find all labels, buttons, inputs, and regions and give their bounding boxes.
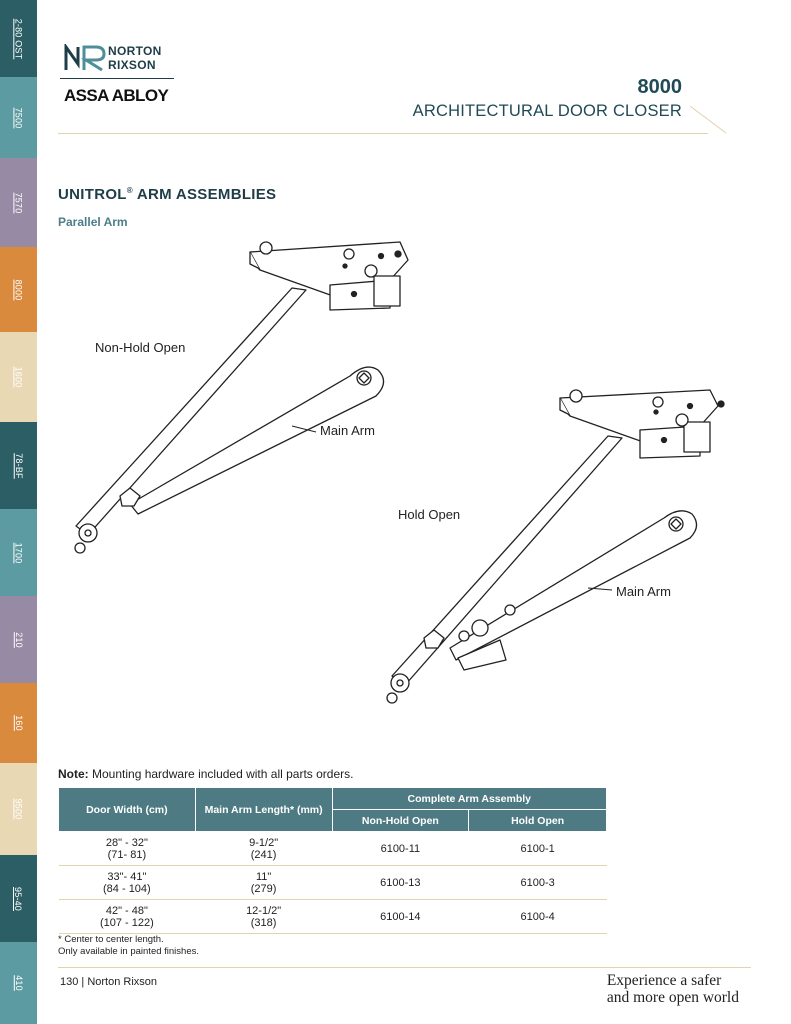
assa-abloy-wordmark: ASSA ABLOY [64, 86, 169, 105]
cell-non-hold: 6100-13 [332, 865, 469, 900]
label-non-hold-open: Non-Hold Open [95, 340, 186, 355]
model-number: 8000 [637, 76, 683, 98]
cell-door-width: 42" - 48"(107 - 122) [58, 899, 196, 934]
non-hold-shoe [249, 241, 409, 311]
hold-main-arm [449, 510, 698, 661]
page-title: ARCHITECTURAL DOOR CLOSER [412, 102, 682, 120]
side-tab-7500[interactable]: 7500 [0, 77, 37, 158]
non-hold-main-arm [129, 366, 385, 515]
arm-drawing [74, 241, 725, 704]
side-tab-410[interactable]: 410 [0, 942, 37, 1024]
footnote-1: * Center to center length. [58, 934, 164, 945]
arm-assembly-table: Door Width (cm) Main Arm Length* (mm) Co… [58, 787, 607, 934]
logo-line-2: RIXSON [108, 58, 156, 72]
leader-main-arm-1 [291, 425, 317, 433]
label-main-arm-1: Main Arm [320, 423, 375, 438]
side-tab-label: 1700 [13, 542, 24, 563]
side-tab-7570[interactable]: 7570 [0, 158, 37, 247]
arm-assembly-diagram: Non-Hold Open Main Arm Hold Open Main Ar… [60, 230, 740, 720]
side-tab-8000[interactable]: 8000 [0, 247, 37, 332]
logo-line-1: NORTON [108, 44, 162, 58]
slogan: Experience a safer and more open world [606, 972, 739, 1006]
side-tab-label: 410 [13, 975, 24, 991]
label-hold-open: Hold Open [398, 507, 461, 522]
side-tab-label: 78-BF [13, 452, 24, 479]
col-non-hold: Non-Hold Open [331, 809, 470, 832]
nr-logo-mark-icon [64, 44, 106, 72]
side-tab-160[interactable]: 160 [0, 683, 37, 763]
footer-rule [58, 967, 751, 968]
side-tab-label: 1600 [13, 366, 24, 388]
section-subtitle: Parallel Arm [58, 215, 128, 229]
side-tab-label: 160 [13, 715, 24, 731]
page-footer: 130 | Norton Rixson [60, 976, 158, 988]
side-tab-9500[interactable]: 9500 [0, 763, 37, 855]
leader-main-arm-2 [587, 587, 613, 591]
non-hold-forearm [75, 287, 307, 536]
side-tab-label: 7570 [13, 192, 24, 213]
col-hold: Hold Open [468, 809, 607, 832]
side-tab-1700[interactable]: 1700 [0, 509, 37, 596]
cell-arm-length: 12-1/2"(318) [195, 899, 332, 934]
cell-door-width: 33"- 41"(84 - 104) [58, 865, 196, 900]
col-main-arm: Main Arm Length* (mm) [194, 787, 333, 832]
cell-hold: 6100-1 [468, 831, 607, 866]
cell-non-hold: 6100-11 [332, 831, 469, 866]
cell-arm-length: 11"(279) [195, 865, 332, 900]
side-tab-label: 9500 [13, 798, 24, 820]
side-tab-strip: 2-80 OST 7500 7570 8000 1600 78-BF 1700 210 160 9… [0, 0, 37, 1024]
logo-divider [60, 78, 174, 79]
side-tab-95-40[interactable]: 95-40 [0, 855, 37, 942]
header-rule [58, 133, 708, 134]
hold-shoe [559, 389, 725, 459]
side-tab-label: 210 [13, 631, 24, 648]
header-accent-line [690, 106, 727, 134]
side-tab-label: 2-80 OST [13, 18, 24, 59]
cell-arm-length: 9-1/2"(241) [195, 831, 332, 866]
footnote-2: Only available in painted finishes. [58, 946, 200, 957]
col-door-width: Door Width (cm) [58, 787, 196, 832]
side-tab-78-bf[interactable]: 78-BF [0, 422, 37, 509]
section-title: UNITROL® ARM ASSEMBLIES [58, 186, 277, 203]
side-tab-1600[interactable]: 1600 [0, 332, 37, 422]
cell-hold: 6100-3 [468, 865, 607, 900]
note: Note: Mounting hardware included with al… [58, 767, 354, 781]
side-tab-2-80-ost[interactable]: 2-80 OST [0, 0, 37, 77]
side-tab-label: 95-40 [13, 886, 24, 911]
side-tab-label: 7500 [13, 107, 24, 128]
cell-hold: 6100-4 [468, 899, 607, 934]
col-complete-assembly: Complete Arm Assembly [331, 787, 607, 810]
norton-rixson-logo: NORTON RIXSON ASSA ABLOY [60, 40, 178, 110]
cell-non-hold: 6100-14 [332, 899, 469, 934]
side-tab-210[interactable]: 210 [0, 596, 37, 683]
side-tab-label: 8000 [13, 279, 24, 300]
cell-door-width: 28" - 32"(71- 81) [58, 831, 196, 866]
label-main-arm-2: Main Arm [616, 584, 671, 599]
